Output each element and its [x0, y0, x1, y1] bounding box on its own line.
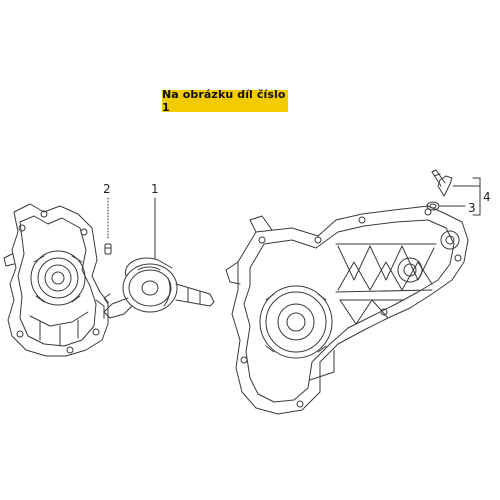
crankcase-right-icon[interactable]	[225, 205, 469, 415]
part-highlight-banner: Na obrázku díl číslo 1	[162, 88, 288, 114]
o-ring-icon[interactable]	[426, 201, 440, 211]
pin-icon[interactable]	[104, 243, 112, 255]
callout-2[interactable]: 2	[103, 182, 111, 196]
crankcase-left-icon[interactable]	[3, 203, 109, 357]
callout-4[interactable]: 4	[483, 190, 491, 204]
leader-lines	[107, 177, 481, 259]
part-highlight-label: Na obrázku díl číslo 1	[162, 88, 286, 114]
crankshaft-icon[interactable]	[103, 257, 215, 319]
callout-1[interactable]: 1	[151, 182, 159, 196]
stud-icon[interactable]	[431, 169, 453, 197]
callout-3[interactable]: 3	[468, 201, 476, 215]
